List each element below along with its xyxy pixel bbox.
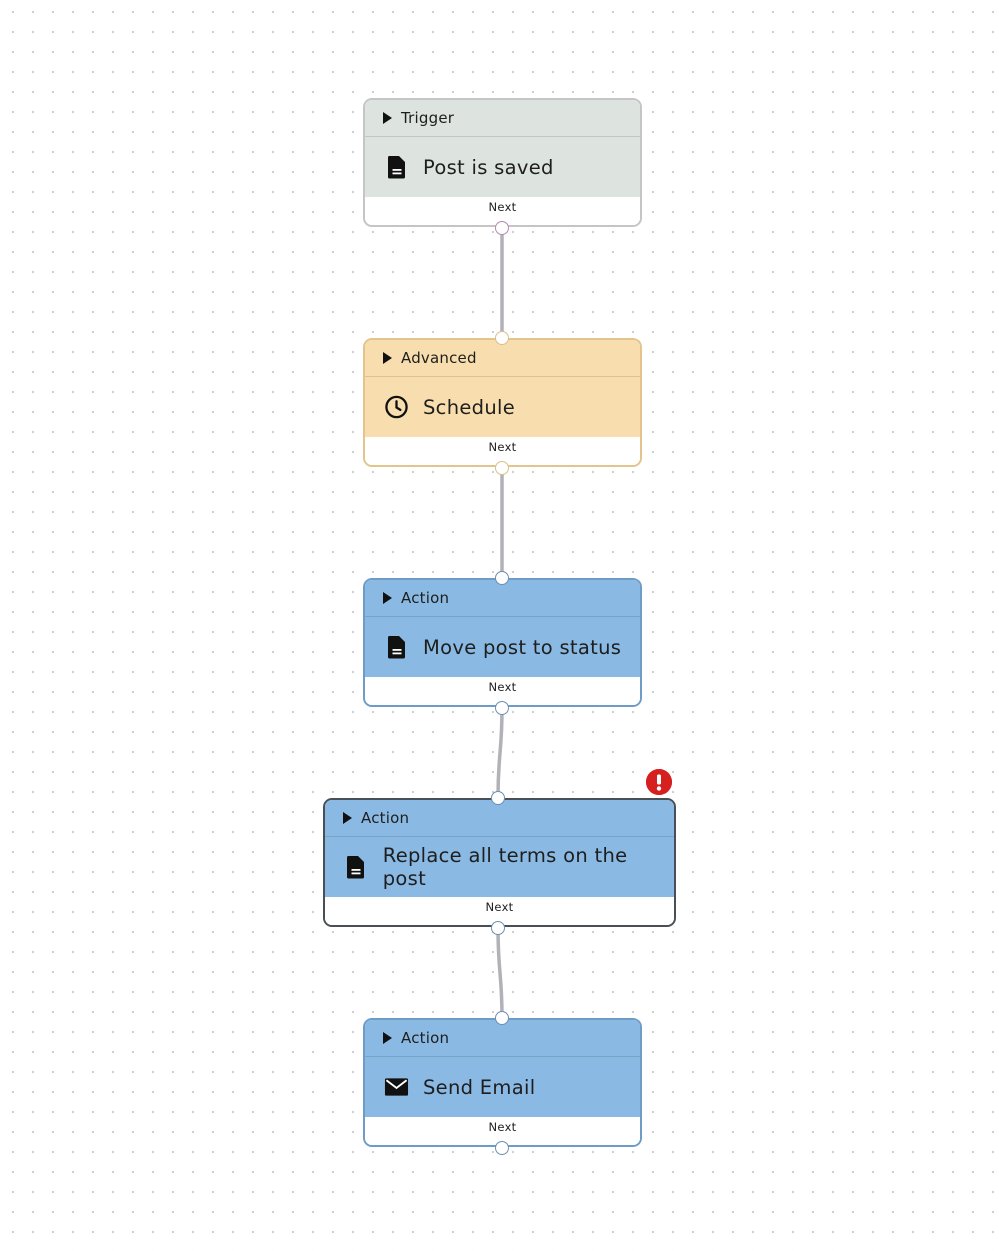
node-action-move-post-input-handle[interactable] (495, 571, 509, 585)
node-action-replace-terms-output-handle[interactable] (491, 921, 505, 935)
envelope-icon (384, 1075, 409, 1100)
node-trigger-body[interactable]: Post is saved (365, 137, 640, 197)
node-advanced[interactable]: Advanced Schedule Next (363, 338, 642, 467)
node-category: Trigger (401, 109, 455, 127)
next-label: Next (488, 1120, 517, 1134)
next-label: Next (488, 440, 517, 454)
node-action-header[interactable]: Action (365, 580, 640, 617)
node-footer: Next (325, 897, 674, 925)
next-label: Next (488, 200, 517, 214)
node-action-body[interactable]: Send Email (365, 1057, 640, 1117)
node-label: Move post to status (423, 635, 622, 659)
node-label: Send Email (423, 1075, 536, 1099)
node-trigger-header[interactable]: Trigger (365, 100, 640, 137)
document-icon (384, 155, 409, 180)
node-footer: Next (365, 197, 640, 225)
node-action-body[interactable]: Move post to status (365, 617, 640, 677)
node-category: Advanced (401, 349, 477, 367)
node-trigger[interactable]: Trigger Post is saved Next (363, 98, 642, 227)
node-action-replace-terms[interactable]: Action Replace all terms on the post Nex… (323, 798, 676, 927)
node-trigger-output-handle[interactable] (495, 221, 509, 235)
node-advanced-output-handle[interactable] (495, 461, 509, 475)
node-advanced-body[interactable]: Schedule (365, 377, 640, 437)
node-footer: Next (365, 1117, 640, 1145)
node-action-move-post-output-handle[interactable] (495, 701, 509, 715)
node-category: Action (361, 809, 410, 827)
node-label: Post is saved (423, 155, 554, 179)
edge-connector[interactable] (496, 707, 504, 799)
node-action-header[interactable]: Action (365, 1020, 640, 1057)
node-footer: Next (365, 677, 640, 705)
node-action-header[interactable]: Action (325, 800, 674, 837)
node-footer: Next (365, 437, 640, 465)
next-label: Next (485, 900, 514, 914)
expand-triangle-icon[interactable] (383, 1032, 392, 1044)
expand-triangle-icon[interactable] (383, 592, 392, 604)
node-action-send-email-input-handle[interactable] (495, 1011, 509, 1025)
node-action-send-email-output-handle[interactable] (495, 1141, 509, 1155)
node-advanced-input-handle[interactable] (495, 331, 509, 345)
node-action-replace-terms-input-handle[interactable] (491, 791, 505, 805)
node-category: Action (401, 1029, 450, 1047)
error-icon[interactable] (646, 769, 672, 795)
node-category: Action (401, 589, 450, 607)
node-advanced-header[interactable]: Advanced (365, 340, 640, 377)
node-label: Schedule (423, 395, 516, 419)
node-action-send-email[interactable]: Action Send Email Next (363, 1018, 642, 1147)
expand-triangle-icon[interactable] (343, 812, 352, 824)
expand-triangle-icon[interactable] (383, 112, 392, 124)
node-label: Replace all terms on the post (382, 844, 628, 890)
expand-triangle-icon[interactable] (383, 352, 392, 364)
document-icon (344, 855, 369, 880)
node-action-move-post[interactable]: Action Move post to status Next (363, 578, 642, 707)
clock-icon (384, 395, 409, 420)
next-label: Next (488, 680, 517, 694)
node-action-body[interactable]: Replace all terms on the post (325, 837, 674, 897)
edge-connector[interactable] (496, 927, 504, 1019)
document-icon (384, 635, 409, 660)
